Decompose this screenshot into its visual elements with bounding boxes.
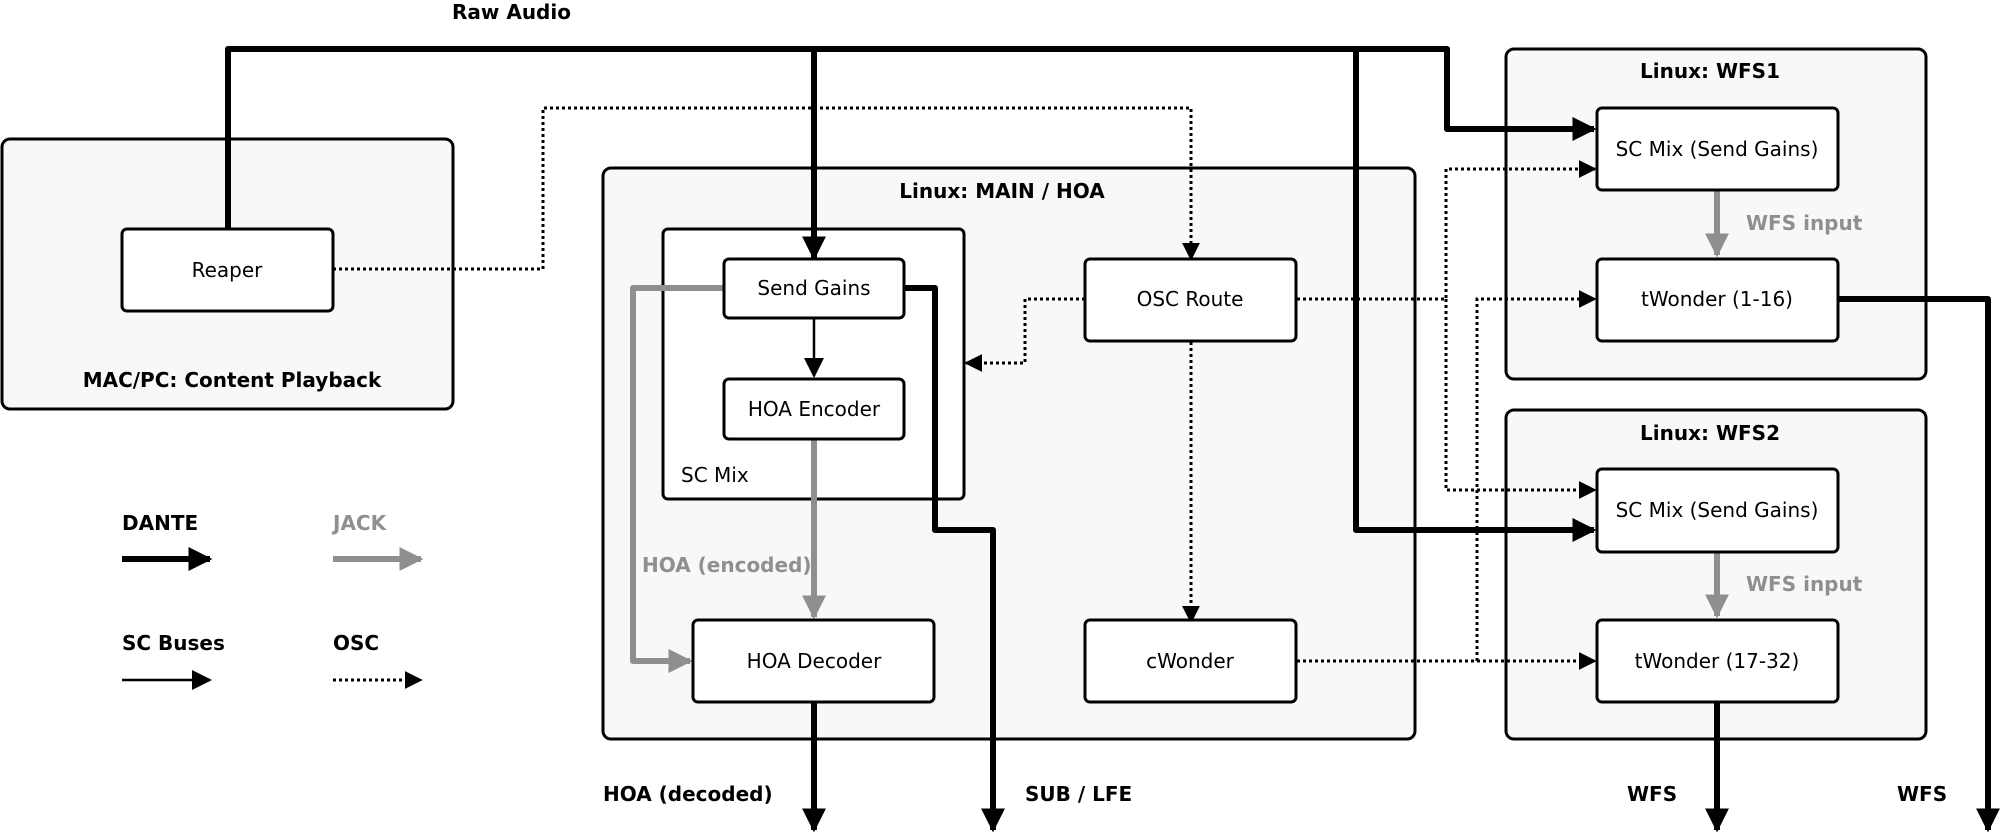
legend-jack: JACK	[331, 511, 424, 571]
legend-sc-buses: SC Buses	[122, 631, 225, 690]
osc-route-to-scmix	[964, 297, 1085, 372]
group-mac-title: MAC/PC: Content Playback	[83, 368, 382, 392]
jack-connections	[630, 191, 1729, 673]
legend-dante: DANTE	[122, 511, 213, 571]
svg-text:OSC: OSC	[333, 631, 379, 655]
label-wfs-input-2: WFS input	[1746, 572, 1863, 596]
label-sub-lfe: SUB / LFE	[1025, 782, 1132, 806]
node-wfs2-scmix: SC Mix (Send Gains)	[1595, 467, 1840, 554]
svg-text:DANTE: DANTE	[122, 511, 198, 535]
label-wfs-input-1: WFS input	[1746, 211, 1863, 235]
svg-text:HOA Encoder: HOA Encoder	[748, 397, 881, 421]
svg-text:SC Buses: SC Buses	[122, 631, 225, 655]
node-hoa-encoder: HOA Encoder	[722, 377, 906, 441]
label-wfs-out-2: WFS	[1897, 782, 1947, 806]
label-wfs-out-1: WFS	[1627, 782, 1677, 806]
osc-route-to-wfs1-scmix	[1297, 160, 1597, 301]
svg-text:cWonder: cWonder	[1146, 649, 1235, 673]
dante-wfs-out-2	[1839, 296, 2000, 832]
svg-text:HOA Decoder: HOA Decoder	[747, 649, 882, 673]
label-raw-audio: Raw Audio	[452, 0, 571, 24]
group-wfs2-title: Linux: WFS2	[1640, 421, 1780, 445]
svg-text:SC Mix (Send Gains): SC Mix (Send Gains)	[1616, 137, 1819, 161]
node-hoa-decoder: HOA Decoder	[691, 618, 936, 704]
node-wfs1-scmix: SC Mix (Send Gains)	[1595, 106, 1840, 192]
osc-route-to-wfs2-scmix	[1444, 299, 1597, 499]
label-hoa-decoded: HOA (decoded)	[603, 782, 773, 806]
node-twonder-17-32: tWonder (17-32)	[1595, 618, 1840, 704]
dante-reaper-to-wfs1	[225, 46, 1597, 229]
group-main-title: Linux: MAIN / HOA	[899, 179, 1105, 203]
osc-reaper-to-oscroute	[333, 106, 1200, 271]
svg-text:Send Gains: Send Gains	[757, 276, 870, 300]
dante-sub-lfe-out	[904, 285, 1005, 832]
svg-text:tWonder (17-32): tWonder (17-32)	[1635, 649, 1800, 673]
osc-connections	[333, 106, 1597, 670]
svg-text:SC Mix (Send Gains): SC Mix (Send Gains)	[1616, 498, 1819, 522]
node-send-gains: Send Gains	[722, 257, 906, 320]
label-hoa-encoded: HOA (encoded)	[642, 553, 812, 577]
osc-cwonder-to-twonder1	[1297, 290, 1597, 663]
jack-sendgains-to-decoder	[630, 285, 723, 673]
node-osc-route: OSC Route	[1083, 257, 1298, 343]
group-scmix-title: SC Mix	[681, 463, 749, 487]
svg-text:tWonder (1-16): tWonder (1-16)	[1641, 287, 1793, 311]
node-cwonder: cWonder	[1083, 618, 1298, 704]
legend: DANTE JACK SC Buses OSC	[122, 511, 424, 690]
group-wfs1-title: Linux: WFS1	[1640, 59, 1780, 83]
legend-osc: OSC	[333, 631, 423, 689]
svg-text:Reaper: Reaper	[192, 258, 264, 282]
svg-text:JACK: JACK	[331, 511, 388, 535]
svg-text:OSC Route: OSC Route	[1137, 287, 1244, 311]
node-twonder-1-16: tWonder (1-16)	[1595, 257, 1840, 343]
dante-raw-to-wfs2	[1353, 49, 1597, 542]
node-reaper: Reaper	[120, 227, 335, 313]
dante-connections	[225, 46, 2000, 832]
